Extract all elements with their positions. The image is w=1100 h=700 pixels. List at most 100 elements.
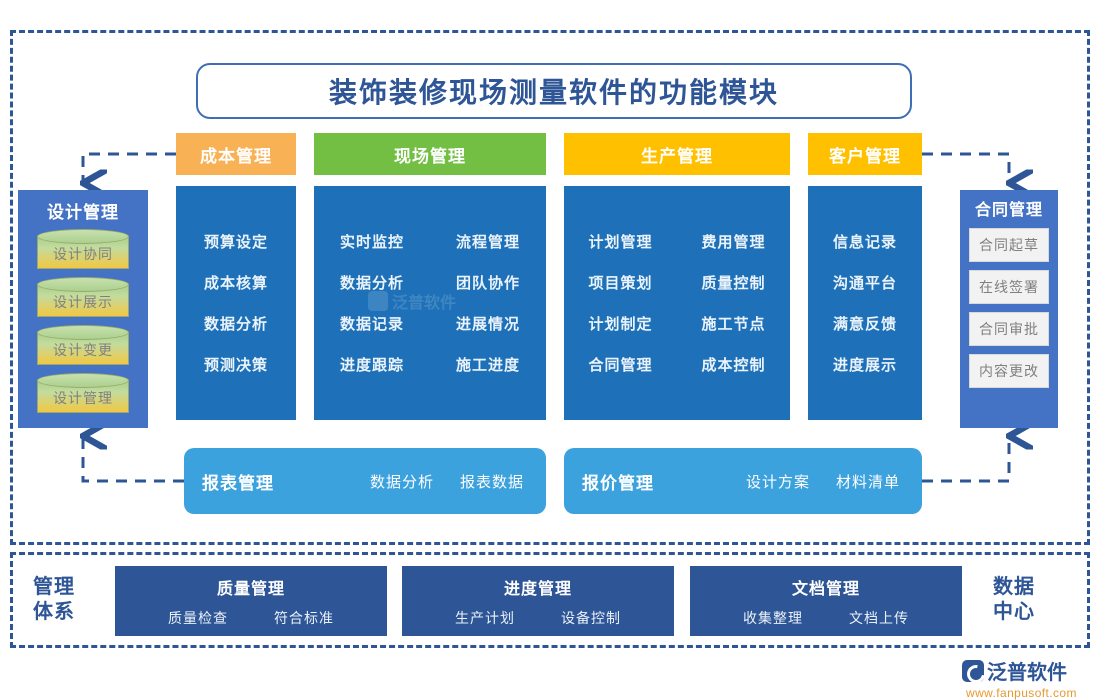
block-quality-management: 质量管理 质量检查 符合标准 [115, 566, 387, 636]
list-item[interactable]: 合同管理 [588, 357, 653, 374]
label-management-system-line2: 体系 [33, 601, 75, 623]
list-item[interactable]: 文档上传 [849, 609, 909, 626]
list-item[interactable]: 项目策划 [588, 275, 653, 292]
tab-site-label: 现场管理 [394, 146, 466, 166]
row-quote-items: 设计方案 材料清单 [654, 471, 900, 492]
brand-name: 泛普软件 [987, 662, 1067, 684]
contract-item-draft[interactable]: 合同起草 [969, 228, 1049, 262]
column-cost-group-1: 预算设定 成本核算 数据分析 预测决策 [176, 186, 296, 420]
label-management-system: 管理 体系 [30, 575, 78, 625]
column-site-group-2: 流程管理 团队协作 进展情况 施工进度 [430, 186, 546, 420]
block-document-items: 收集整理 文档上传 [743, 608, 909, 628]
contract-item-content-change[interactable]: 内容更改 [969, 354, 1049, 388]
column-production-group-2: 费用管理 质量控制 施工节点 成本控制 [677, 186, 790, 420]
column-site-group-1: 实时监控 数据分析 数据记录 进度跟踪 [314, 186, 430, 420]
list-item[interactable]: 预算设定 [203, 234, 268, 251]
block-progress-management: 进度管理 生产计划 设备控制 [402, 566, 674, 636]
block-quality-title: 质量管理 [216, 580, 285, 598]
contract-item-online-sign[interactable]: 在线签署 [969, 270, 1049, 304]
list-item[interactable]: 质量检查 [168, 609, 228, 626]
row-report-title: 报表管理 [202, 473, 274, 493]
list-item[interactable]: 计划制定 [588, 316, 653, 333]
row-quote-management: 报价管理 设计方案 材料清单 [564, 448, 922, 514]
fanpu-logo-icon [962, 659, 984, 682]
list-item[interactable]: 信息记录 [832, 234, 897, 251]
design-cylinder-1[interactable]: 设计协同 [37, 229, 129, 271]
column-cost-management: 预算设定 成本核算 数据分析 预测决策 [176, 186, 296, 420]
panel-contract-management: 合同管理 合同起草 在线签署 合同审批 内容更改 [960, 190, 1058, 428]
tab-cost-management[interactable]: 成本管理 [176, 133, 296, 175]
list-item[interactable]: 计划管理 [588, 234, 653, 251]
design-cylinder-label: 设计管理 [53, 389, 113, 406]
page-title: 装饰装修现场测量软件的功能模块 [196, 63, 912, 119]
column-production-management: 计划管理 项目策划 计划制定 合同管理 费用管理 质量控制 施工节点 成本控制 [564, 186, 790, 420]
list-item[interactable]: 生产计划 [455, 609, 515, 626]
list-item[interactable]: 沟通平台 [832, 275, 897, 292]
panel-contract-title: 合同管理 [974, 202, 1043, 219]
design-cylinder-label: 设计变更 [53, 341, 113, 358]
design-cylinder-4[interactable]: 设计管理 [37, 373, 129, 415]
list-item[interactable]: 数据记录 [339, 316, 404, 333]
list-item[interactable]: 成本控制 [701, 357, 766, 374]
page-title-text: 装饰装修现场测量软件的功能模块 [328, 77, 779, 108]
column-customer-group-1: 信息记录 沟通平台 满意反馈 进度展示 [808, 186, 922, 420]
list-item[interactable]: 质量控制 [701, 275, 766, 292]
list-item[interactable]: 施工节点 [701, 316, 766, 333]
label-data-center-line2: 中心 [993, 601, 1035, 623]
list-item[interactable]: 进度跟踪 [339, 357, 404, 374]
column-customer-management: 信息记录 沟通平台 满意反馈 进度展示 [808, 186, 922, 420]
cylinder-top [37, 325, 129, 340]
label-data-center-line1: 数据 [993, 576, 1035, 598]
tab-production-management[interactable]: 生产管理 [564, 133, 790, 175]
brand-url: www.fanpusoft.com [966, 686, 1077, 700]
cylinder-top [37, 373, 129, 388]
list-item[interactable]: 满意反馈 [832, 316, 897, 333]
list-item[interactable]: 报表数据 [459, 473, 524, 491]
list-item[interactable]: 材料清单 [835, 473, 900, 491]
list-item[interactable]: 成本核算 [203, 275, 268, 292]
row-report-management: 报表管理 数据分析 报表数据 [184, 448, 546, 514]
label-data-center: 数据 中心 [990, 575, 1038, 625]
list-item[interactable]: 预测决策 [203, 357, 268, 374]
block-document-title: 文档管理 [791, 580, 860, 598]
list-item[interactable]: 设计方案 [745, 473, 810, 491]
list-item[interactable]: 流程管理 [455, 234, 520, 251]
list-item[interactable]: 费用管理 [701, 234, 766, 251]
panel-design-title: 设计管理 [47, 203, 119, 222]
brand-logo: 泛普软件 www.fanpusoft.com [962, 656, 1094, 700]
column-production-group-1: 计划管理 项目策划 计划制定 合同管理 [564, 186, 677, 420]
upper-section-frame [10, 30, 1090, 545]
block-document-management: 文档管理 收集整理 文档上传 [690, 566, 962, 636]
cylinder-top [37, 277, 129, 292]
block-progress-title: 进度管理 [503, 580, 572, 598]
cylinder-top [37, 229, 129, 244]
block-progress-items: 生产计划 设备控制 [455, 608, 621, 628]
list-item[interactable]: 团队协作 [455, 275, 520, 292]
list-item[interactable]: 收集整理 [743, 609, 803, 626]
list-item[interactable]: 进展情况 [455, 316, 520, 333]
list-item[interactable]: 设备控制 [561, 609, 621, 626]
list-item[interactable]: 数据分析 [339, 275, 404, 292]
column-site-management: 实时监控 数据分析 数据记录 进度跟踪 流程管理 团队协作 进展情况 施工进度 [314, 186, 546, 420]
list-item[interactable]: 施工进度 [455, 357, 520, 374]
panel-design-management: 设计管理 设计协同 设计展示 设计变更 设计管理 [18, 190, 148, 428]
tab-production-label: 生产管理 [641, 146, 713, 166]
design-cylinder-label: 设计协同 [53, 245, 113, 262]
tab-customer-management[interactable]: 客户管理 [808, 133, 922, 175]
list-item[interactable]: 数据分析 [369, 473, 434, 491]
list-item[interactable]: 符合标准 [274, 609, 334, 626]
row-quote-title: 报价管理 [582, 473, 654, 493]
label-management-system-line1: 管理 [33, 576, 75, 598]
list-item[interactable]: 实时监控 [339, 234, 404, 251]
contract-item-approval[interactable]: 合同审批 [969, 312, 1049, 346]
tab-customer-label: 客户管理 [829, 146, 901, 166]
list-item[interactable]: 数据分析 [203, 316, 268, 333]
design-cylinder-2[interactable]: 设计展示 [37, 277, 129, 319]
tab-cost-label: 成本管理 [200, 146, 272, 166]
list-item[interactable]: 进度展示 [832, 357, 897, 374]
lower-section-frame [10, 552, 1090, 648]
design-cylinder-label: 设计展示 [53, 293, 113, 310]
tab-site-management[interactable]: 现场管理 [314, 133, 546, 175]
design-cylinder-3[interactable]: 设计变更 [37, 325, 129, 367]
row-report-items: 数据分析 报表数据 [274, 471, 524, 492]
